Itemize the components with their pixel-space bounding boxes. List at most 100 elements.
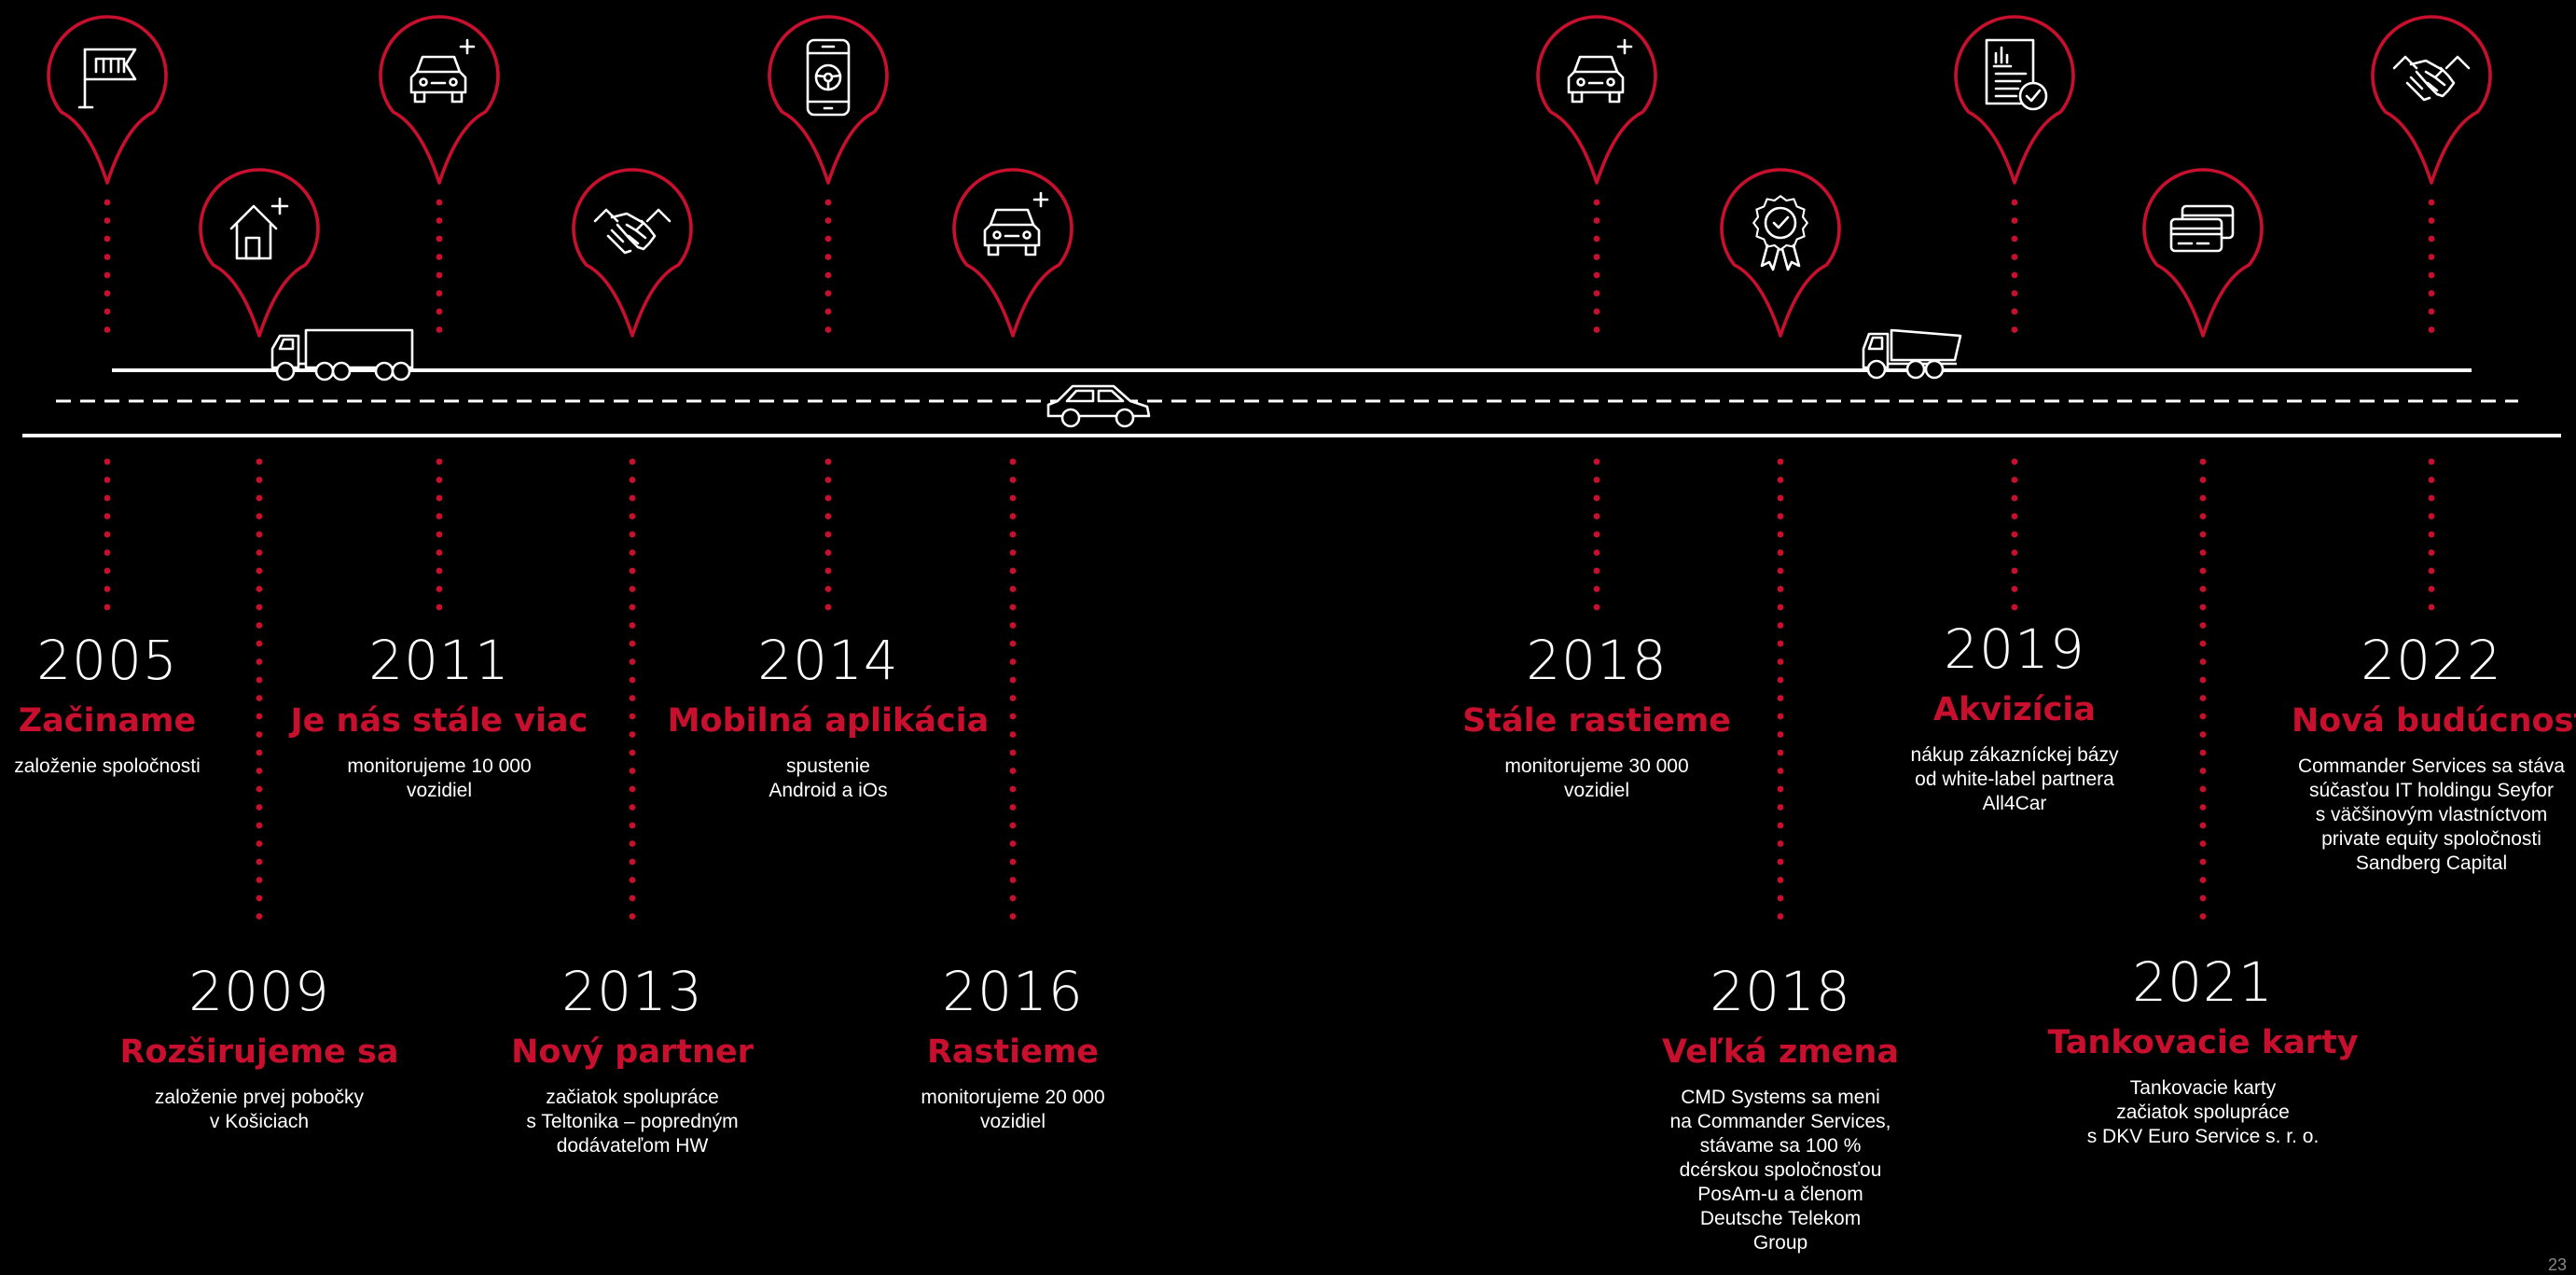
dotted-connector (436, 199, 443, 333)
description-line: spustenie (786, 755, 870, 777)
description-line: od white-label partnera (1915, 769, 2114, 790)
location-pin (379, 15, 500, 185)
milestone-title: Nový partner (511, 1033, 754, 1071)
dotted-connector (1593, 199, 1600, 333)
description-line: Group (1752, 1232, 1808, 1254)
location-pin (2142, 168, 2264, 338)
description-line: vozidiel (979, 1111, 1046, 1132)
milestone-description: nákup zákazníckej bázy od white-label par… (1800, 743, 2229, 816)
dotted-connector (2011, 458, 2018, 611)
description-line: stávame sa 100 % (1699, 1135, 1862, 1157)
description-line: súčasťou IT holdingu Seyfor (2309, 780, 2554, 801)
milestone-year: 2005 (36, 629, 178, 692)
dotted-connector (104, 199, 111, 333)
dotted-connector (629, 458, 636, 920)
description-line: vozidiel (1563, 780, 1630, 801)
description-line: nákup zákazníckej bázy (1910, 744, 2119, 766)
milestone-year: 2013 (561, 960, 703, 1023)
milestone-description: monitorujeme 30 000 vozidiel (1382, 755, 1811, 803)
dotted-connector (104, 458, 111, 611)
milestone-description: Commander Services sa stáva súčasťou IT h… (2292, 755, 2571, 876)
description-line: monitorujeme 20 000 (921, 1087, 1105, 1108)
milestone-year: 2022 (2361, 629, 2502, 692)
milestone-description: založenie prvej pobočky v Košiciach (45, 1086, 474, 1134)
description-line: začiatok spolupráce (2116, 1102, 2290, 1123)
location-pin (952, 168, 1073, 338)
description-line: Android a iOs (769, 780, 888, 801)
milestone-year: 2014 (757, 629, 899, 692)
car-icon (1046, 384, 1151, 428)
description-line: CMD Systems sa meni (1681, 1087, 1880, 1108)
dotted-connector (824, 199, 832, 333)
description-line: monitorujeme 30 000 (1504, 755, 1689, 777)
dotted-connector (1777, 458, 1784, 920)
description-line: vozidiel (406, 780, 473, 801)
milestone-year: 2021 (2132, 950, 2274, 1014)
milestone-description: monitorujeme 20 000 vozidiel (798, 1086, 1227, 1134)
milestone-title: Akvizícia (1933, 691, 2096, 728)
description-line: dodávateľom HW (556, 1135, 709, 1157)
truck-trailer-icon (270, 328, 414, 381)
milestone-title: Rozširujeme sa (119, 1033, 399, 1071)
location-pin (768, 15, 889, 185)
milestone-title: Nová budúcnosť (2292, 702, 2576, 740)
milestone-3: 2011 Je nás stále viac monitorujeme 10 000… (225, 628, 654, 803)
milestone-description: CMD Systems sa meni na Commander Services… (1566, 1086, 1995, 1255)
location-pin (1536, 15, 1657, 185)
dotted-connector (436, 458, 443, 611)
milestone-title: Stále rastieme (1462, 702, 1731, 740)
dotted-connector (2011, 199, 2018, 333)
milestone-title: Tankovacie karty (2047, 1024, 2359, 1061)
milestone-year: 2016 (942, 960, 1084, 1023)
page-number: 23 (2547, 1255, 2567, 1274)
description-line: Deutsche Telekom (1699, 1208, 1862, 1229)
dotted-connector (824, 458, 832, 611)
description-line: v Košiciach (209, 1111, 310, 1132)
location-pin (572, 168, 693, 338)
milestone-year: 2019 (1944, 617, 2085, 681)
description-line: začiatok spolupráce (546, 1087, 719, 1108)
description-line: založenie spoločnosti (14, 755, 201, 777)
milestone-title: Je nás stále viac (290, 702, 589, 740)
milestone-year: 2009 (188, 960, 330, 1023)
dotted-connector (2199, 458, 2207, 920)
description-line: dcérskou spoločnosťou (1679, 1159, 1882, 1181)
dotted-connector (1009, 458, 1017, 920)
dotted-connector (256, 458, 263, 920)
dotted-connector (1593, 458, 1600, 611)
milestone-year: 2018 (1526, 629, 1668, 692)
milestone-description: monitorujeme 10 000 vozidiel (225, 755, 654, 803)
location-pin (47, 15, 168, 185)
location-pin (1720, 168, 1841, 338)
location-pin (2371, 15, 2492, 185)
milestone-title: Mobilná aplikácia (667, 702, 990, 740)
dotted-connector (2428, 458, 2435, 611)
description-line: na Commander Services, (1669, 1111, 1891, 1132)
description-line: s DKV Euro Service s. r. o. (2086, 1126, 2320, 1147)
description-line: All4Car (1982, 793, 2047, 814)
milestone-description: založenie spoločnosti (0, 755, 215, 779)
location-pin (1954, 15, 2075, 185)
description-line: založenie prvej pobočky (154, 1087, 365, 1108)
description-line: private equity spoločnosti (2321, 828, 2541, 850)
description-line: s Teltonika – popredným (526, 1111, 739, 1132)
milestone-description: začiatok spolupráce s Teltonika – popredn… (418, 1086, 847, 1158)
milestone-title: Rastieme (926, 1033, 1100, 1071)
milestone-year: 2011 (368, 629, 510, 692)
dotted-connector (2428, 199, 2435, 333)
description-line: s väčšinovým vlastníctvom (2315, 804, 2548, 825)
milestone-title: Veľká zmena (1662, 1033, 1899, 1071)
description-line: monitorujeme 10 000 (347, 755, 532, 777)
description-line: Commander Services sa stáva (2298, 755, 2565, 777)
